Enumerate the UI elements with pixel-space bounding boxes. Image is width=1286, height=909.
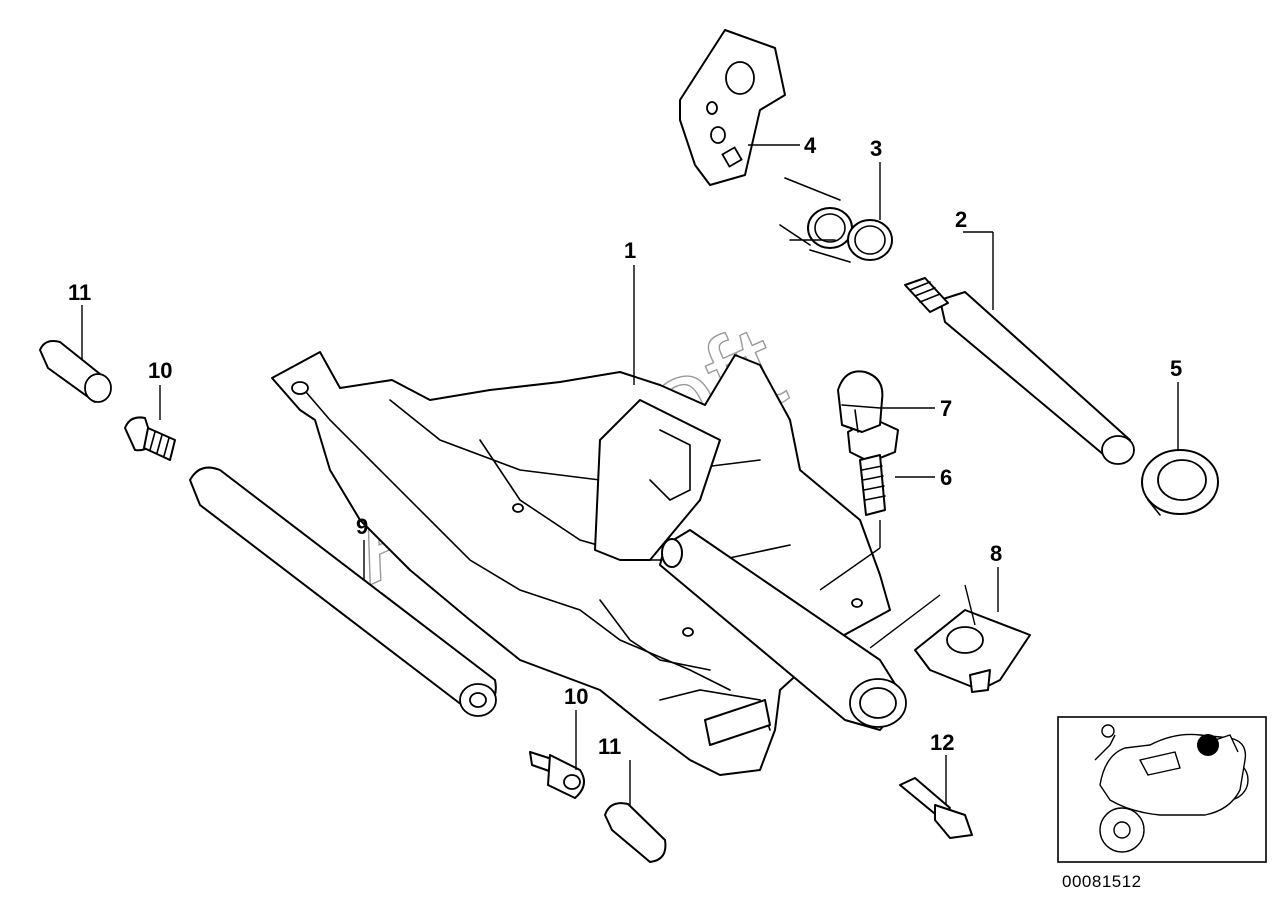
- part-10-screw-lower: [529, 751, 585, 799]
- part-2-shaft: [904, 277, 1135, 465]
- callout-5: 5: [1170, 356, 1182, 381]
- callout-4: 4: [804, 133, 817, 158]
- part-8-clip-nut: [914, 609, 1031, 693]
- callout-11-upper: 11: [68, 280, 91, 305]
- location-marker: [1197, 734, 1219, 756]
- part-1-frame: [271, 351, 907, 776]
- callout-11-lower: 11: [598, 734, 621, 759]
- part-3-springs: [779, 177, 893, 263]
- document-number: 00081512: [1062, 872, 1142, 891]
- part-5-ring: [1141, 449, 1219, 516]
- callout-10-upper: 10: [148, 358, 172, 383]
- callout-1: 1: [624, 238, 636, 263]
- part-6-bolt: [847, 417, 899, 516]
- callout-7: 7: [940, 396, 952, 421]
- part-11-sleeve-lower: [604, 802, 667, 863]
- part-11-sleeve-upper: [39, 340, 112, 403]
- part-4-plate: [679, 29, 786, 186]
- callout-8: 8: [990, 541, 1002, 566]
- callout-labels: 1 2 3 4 5 6 7 8 9 10 10 11 11 12: [68, 133, 1182, 759]
- callout-3: 3: [870, 136, 882, 161]
- callout-9: 9: [356, 514, 368, 539]
- callout-6: 6: [940, 465, 952, 490]
- callout-2: 2: [955, 207, 967, 232]
- part-10-screw-upper: [124, 416, 176, 461]
- part-12-plug: [899, 777, 973, 839]
- leader-lines: [81, 144, 1179, 805]
- location-inset: [1057, 716, 1267, 863]
- part-7-cap-nut: [837, 370, 884, 433]
- callout-10-lower: 10: [564, 684, 588, 709]
- part-9-tube: [189, 466, 497, 717]
- callout-12: 12: [930, 730, 954, 755]
